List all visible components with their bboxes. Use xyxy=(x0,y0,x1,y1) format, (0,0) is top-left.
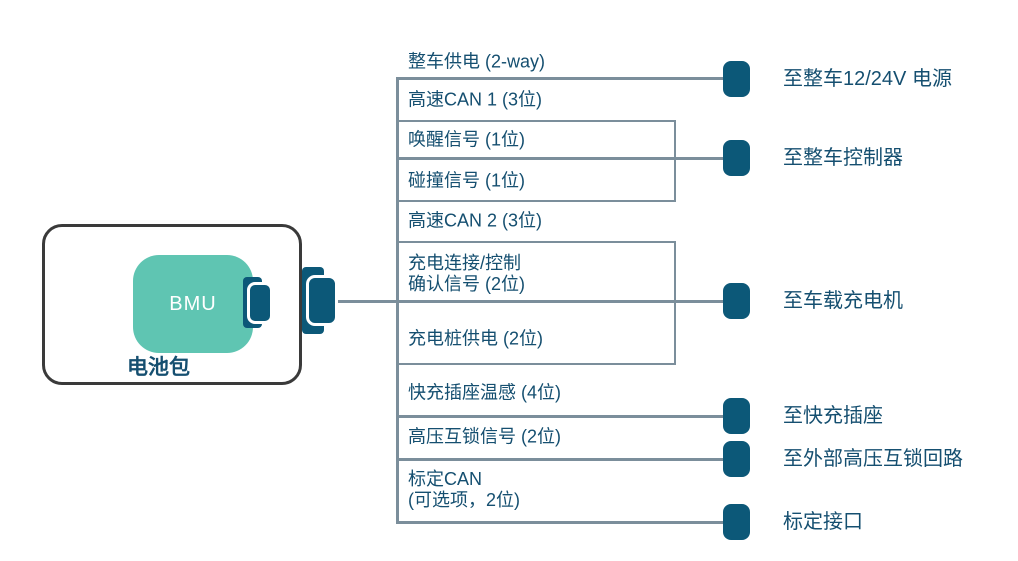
signal-label-vehicle-power: 整车供电 (2-way) xyxy=(408,51,546,72)
endpoint-label-vehicle-power: 至整车12/24V 电源 xyxy=(783,68,952,90)
connector-calibration xyxy=(723,504,750,540)
battery-pack-label: 电池包 xyxy=(127,356,190,379)
connector-onboard-charger xyxy=(723,283,750,319)
wire-pack-connector-to-spine xyxy=(324,300,398,303)
endpoint-label-calibration: 标定接口 xyxy=(783,511,863,533)
wire-fast-charge-socket xyxy=(396,415,725,418)
connector-vehicle-power xyxy=(723,61,750,97)
signal-label-can1: 高速CAN 1 (3位) xyxy=(408,89,543,110)
harness-group-box-wakeup-crash xyxy=(396,120,676,202)
signal-label-fast-charge-temp: 快充插座温感 (4位) xyxy=(408,382,561,403)
pack-connector-plug xyxy=(306,275,338,326)
wire-calibration xyxy=(396,521,725,524)
signal-label-hv-interlock: 高压互锁信号 (2位) xyxy=(408,426,561,447)
signal-label-charge-pile-power: 充电桩供电 (2位) xyxy=(408,328,543,349)
endpoint-label-hv-interlock: 至外部高压互锁回路 xyxy=(783,448,963,470)
signal-label-wakeup: 唤醒信号 (1位) xyxy=(408,129,525,150)
connector-vehicle-controller xyxy=(723,140,750,176)
wire-onboard-charger xyxy=(396,300,725,303)
wire-vehicle-controller xyxy=(396,157,725,160)
harness-group-box-charging xyxy=(396,241,676,365)
endpoint-label-onboard-charger: 至车载充电机 xyxy=(783,290,903,312)
signal-label-calibration-can: 标定CAN (可选项，2位) xyxy=(408,469,520,510)
connector-hv-interlock xyxy=(723,441,750,477)
bmu-label: BMU xyxy=(169,292,217,315)
signal-label-charge-connect: 充电连接/控制 确认信号 (2位) xyxy=(408,253,525,294)
bmu-box: BMU xyxy=(133,255,253,353)
wire-hv-interlock xyxy=(396,458,725,461)
endpoint-label-fast-charge-socket: 至快充插座 xyxy=(783,405,883,427)
bmu-connector-plug xyxy=(247,282,273,324)
signal-label-can2: 高速CAN 2 (3位) xyxy=(408,210,543,231)
endpoint-label-vehicle-controller: 至整车控制器 xyxy=(783,147,903,169)
connector-fast-charge-socket xyxy=(723,398,750,434)
signal-label-crash: 碰撞信号 (1位) xyxy=(408,170,525,191)
wire-vehicle-power xyxy=(396,77,725,80)
